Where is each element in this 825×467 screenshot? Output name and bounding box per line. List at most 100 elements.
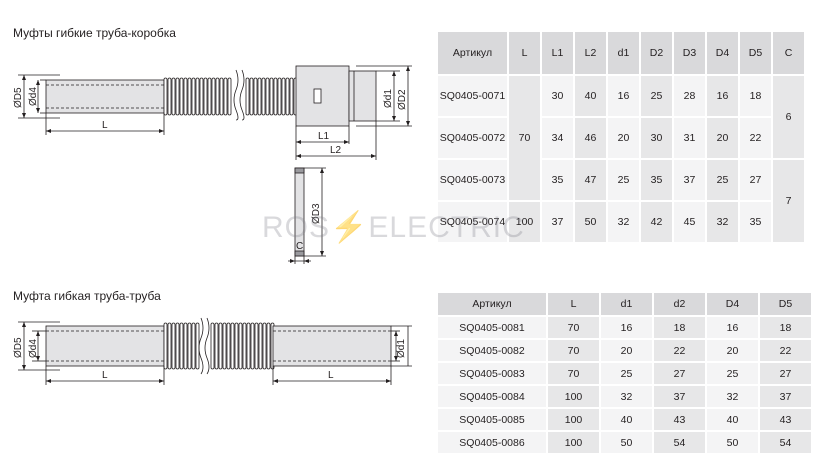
table-cell: 100 [548, 409, 599, 430]
header-cell: D4 [707, 32, 738, 74]
table-cell: 100 [548, 386, 599, 407]
lightning-bolt-icon: ⚡ [330, 211, 369, 244]
table-cell: 40 [575, 76, 606, 116]
table-cell: 43 [760, 409, 811, 430]
label-l-right: L [328, 370, 334, 381]
table-cell: 37 [542, 202, 573, 242]
table-cell: 18 [654, 317, 705, 338]
watermark-logo: ROS⚡ELECTRIC [262, 211, 525, 244]
table-cell: 50 [601, 432, 652, 453]
label-c: C [296, 241, 303, 252]
table-cell: 20 [601, 340, 652, 361]
table-cell: 54 [760, 432, 811, 453]
header-cell: d2 [654, 293, 705, 315]
table-cell: 54 [654, 432, 705, 453]
table-cell: 18 [740, 76, 771, 116]
table-cell: 20 [608, 118, 639, 158]
table-cell: 70 [548, 363, 599, 384]
table-cell: 32 [601, 386, 652, 407]
article-cell: SQ0405-0071 [438, 76, 507, 116]
label-l1: L1 [318, 131, 330, 142]
table-cell: 20 [707, 118, 738, 158]
table-row: SQ0405-0072 34 46 20 30 31 20 22 [438, 118, 804, 158]
table-cell: 16 [601, 317, 652, 338]
section-title-pipe-box: Муфты гибкие труба-коробка [13, 26, 176, 40]
label-l: L [102, 120, 108, 131]
article-cell: SQ0405-0083 [438, 363, 546, 384]
table-cell: 25 [707, 160, 738, 200]
article-cell: SQ0405-0084 [438, 386, 546, 407]
c-cell: 7 [773, 160, 804, 242]
table-cell: 27 [740, 160, 771, 200]
table-cell: 40 [601, 409, 652, 430]
table-cell: 27 [760, 363, 811, 384]
header-cell: d1 [608, 32, 639, 74]
label-od1: Ød1 [396, 339, 407, 358]
header-cell: D5 [760, 293, 811, 315]
table-cell: 31 [674, 118, 705, 158]
table-cell: 42 [641, 202, 672, 242]
header-cell: D3 [674, 32, 705, 74]
article-cell: SQ0405-0086 [438, 432, 546, 453]
table-cell: 30 [641, 118, 672, 158]
c-cell: 6 [773, 76, 804, 158]
header-cell: Артикул [438, 32, 507, 74]
table-row: SQ0405-0071 70 30 40 16 25 28 16 18 6 [438, 76, 804, 200]
article-cell: SQ0405-0072 [438, 118, 507, 158]
header-cell: L1 [542, 32, 573, 74]
table-header-row: Артикул L d1 d2 D4 D5 [438, 293, 811, 315]
table-cell: 43 [654, 409, 705, 430]
label-od5: ØD5 [13, 337, 24, 358]
table-cell: 37 [760, 386, 811, 407]
label-od3: ØD3 [311, 203, 322, 224]
article-cell: SQ0405-0073 [438, 160, 507, 200]
header-cell: L2 [575, 32, 606, 74]
table-cell: 27 [654, 363, 705, 384]
table-cell: 25 [641, 76, 672, 116]
label-od4: Ød4 [28, 339, 39, 358]
table-cell: 35 [740, 202, 771, 242]
header-cell: D2 [641, 32, 672, 74]
table-cell: 35 [542, 160, 573, 200]
table-cell: 100 [548, 432, 599, 453]
label-od2: ØD2 [397, 89, 408, 110]
header-cell: D4 [707, 293, 758, 315]
table-cell: 37 [654, 386, 705, 407]
table-cell: 16 [707, 76, 738, 116]
table-cell: 16 [608, 76, 639, 116]
header-cell: L [548, 293, 599, 315]
table-cell: 70 [548, 317, 599, 338]
label-od4: Ød4 [28, 87, 39, 106]
table-cell: 22 [740, 118, 771, 158]
table-cell: 32 [608, 202, 639, 242]
table-row: SQ0405-0074 100 37 50 32 42 45 32 35 [438, 202, 804, 242]
article-cell: SQ0405-0081 [438, 317, 546, 338]
table-cell: 70 [548, 340, 599, 361]
table-cell: 25 [601, 363, 652, 384]
spec-table-pipe-box: Артикул L L1 L2 d1 D2 D3 D4 D5 C SQ0405-… [436, 30, 806, 244]
table-cell: 25 [608, 160, 639, 200]
table-cell: 45 [674, 202, 705, 242]
table-cell: 18 [760, 317, 811, 338]
table-cell: 50 [575, 202, 606, 242]
label-l-left: L [102, 370, 108, 381]
table-header-row: Артикул L L1 L2 d1 D2 D3 D4 D5 C [438, 32, 804, 74]
section-title-pipe-pipe: Муфта гибкая труба-труба [13, 289, 161, 303]
article-cell: SQ0405-0082 [438, 340, 546, 361]
table-cell: 25 [707, 363, 758, 384]
table-cell: 46 [575, 118, 606, 158]
article-cell: SQ0405-0074 [438, 202, 507, 242]
table-cell: 47 [575, 160, 606, 200]
table-cell: 22 [654, 340, 705, 361]
table-cell: 16 [707, 317, 758, 338]
header-cell: D5 [740, 32, 771, 74]
article-cell: SQ0405-0085 [438, 409, 546, 430]
